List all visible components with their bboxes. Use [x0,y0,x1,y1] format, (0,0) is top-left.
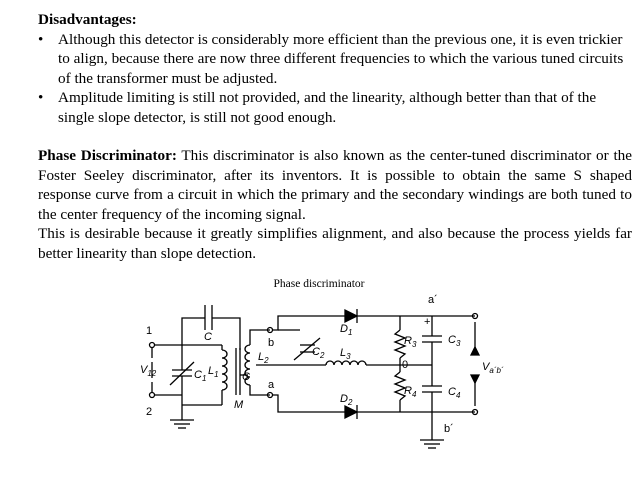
d2-label: D2 [340,393,353,407]
node-2-label: 2 [146,406,152,418]
zero-label: 0 [402,359,408,371]
bullet-icon: • [38,89,44,106]
r3-label: R3 [404,335,417,349]
terminal-1 [148,341,156,349]
paragraph-text: This discriminator is also known as the … [38,147,632,223]
cc-label: C [242,371,250,383]
plus-label: + [424,316,430,328]
b-prime-label: b´ [444,423,454,435]
c2-label: C2 [312,346,325,360]
a-prime-label: a´ [428,294,438,306]
bullet-text: Amplitude limiting is still not provided… [58,89,597,126]
c1-label: C1 [194,369,206,383]
disadvantages-heading: Disadvantages: [38,11,137,28]
text-content: Disadvantages: • Although this detector … [38,10,632,263]
bullet-text: Although this detector is considerably m… [58,30,624,87]
a-label: a [268,379,275,391]
l2-label: L2 [258,351,269,365]
v12-label: V12 [140,364,157,378]
vab-label: Va´b´ [482,361,504,375]
l3-label: L3 [340,347,351,361]
m-label: M [234,399,244,411]
figure-caption: Phase discriminator [273,278,365,290]
list-item: • Amplitude limiting is still not provid… [38,88,632,127]
c3-label: C3 [448,334,461,348]
c4-label: C4 [448,386,461,400]
phase-discriminator-heading: Phase Discriminator: [38,147,177,164]
list-item: • Although this detector is considerably… [38,30,632,89]
l1-label: L1 [208,365,219,379]
disadvantages-list: • Although this detector is considerably… [38,30,632,128]
r4-label: R4 [404,385,417,399]
node-1-label: 1 [146,325,152,337]
terminal-2 [148,391,156,399]
bullet-icon: • [38,30,44,48]
phase-discriminator-paragraph: Phase Discriminator: This discriminator … [38,146,632,224]
c-label: C [204,331,212,343]
phase-discriminator-paragraph-2: This is desirable because it greatly sim… [38,225,632,262]
d1-label: D1 [340,323,352,337]
b-label: b [268,337,274,349]
